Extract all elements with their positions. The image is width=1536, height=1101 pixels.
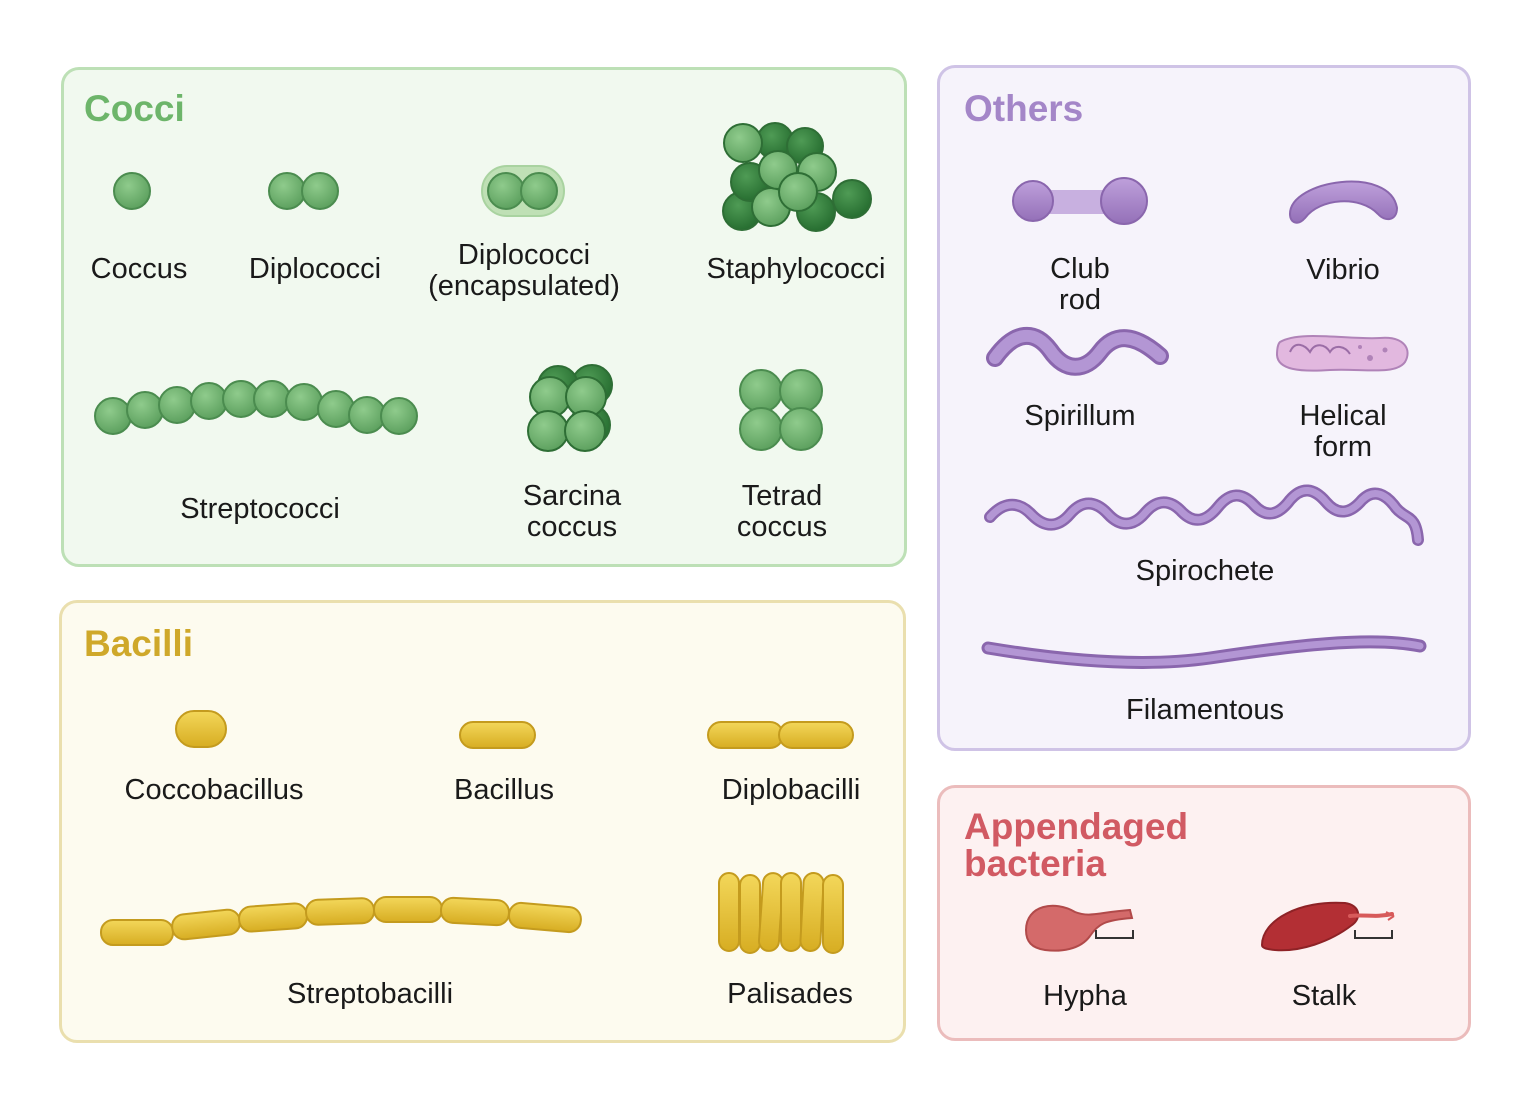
appendaged-title: Appendaged bacteria bbox=[964, 806, 1189, 884]
hypha-label: Hypha bbox=[1043, 980, 1127, 1012]
bacilli-title: Bacilli bbox=[84, 623, 193, 664]
spirochete-label: Spirochete bbox=[1135, 555, 1275, 587]
sarcina-illustration bbox=[527, 364, 613, 452]
tetrad-illustration bbox=[739, 369, 823, 451]
hypha-illustration bbox=[1024, 904, 1134, 952]
spirillum-label: Spirillum bbox=[1024, 400, 1136, 432]
staphylococci-illustration bbox=[722, 122, 872, 232]
club-rod-label: Club rod bbox=[1050, 253, 1110, 316]
appendaged-panel bbox=[937, 785, 1471, 1041]
coccobacillus-illustration bbox=[175, 710, 227, 748]
cocci-title: Cocci bbox=[84, 88, 185, 129]
helical-form-illustration bbox=[1275, 335, 1409, 372]
filamentous-label: Filamentous bbox=[1126, 694, 1284, 726]
streptococci-illustration bbox=[94, 380, 418, 435]
bacillus-illustration bbox=[459, 721, 536, 749]
stalk-label: Stalk bbox=[1291, 980, 1357, 1012]
bacilli-panel bbox=[59, 600, 906, 1043]
diplococci-illustration bbox=[268, 172, 339, 210]
diplococci-encapsulated-illustration bbox=[481, 165, 565, 217]
streptobacilli-label: Streptobacilli bbox=[286, 978, 454, 1010]
sarcina-coccus-label: Sarcina coccus bbox=[522, 480, 622, 543]
coccus-label: Coccus bbox=[90, 253, 188, 285]
streptococci-label: Streptococci bbox=[180, 493, 340, 525]
tetrad-coccus-label: Tetrad coccus bbox=[736, 480, 828, 543]
coccobacillus-label: Coccobacillus bbox=[124, 774, 304, 806]
palisades-illustration bbox=[718, 872, 844, 954]
bacillus-label: Bacillus bbox=[454, 774, 554, 806]
diplococci-encapsulated-label: Diplococci (encapsulated) bbox=[428, 239, 620, 302]
diplococci-label: Diplococci bbox=[248, 253, 382, 285]
filamentous-illustration bbox=[981, 635, 1427, 670]
vibrio-label: Vibrio bbox=[1306, 254, 1380, 286]
club-rod-illustration bbox=[1012, 177, 1148, 225]
streptobacilli-illustration bbox=[100, 896, 582, 946]
diplobacilli-illustration bbox=[707, 721, 854, 749]
helical-form-label: Helical form bbox=[1299, 400, 1387, 463]
vibrio-illustration bbox=[1288, 180, 1399, 224]
diplobacilli-label: Diplobacilli bbox=[721, 774, 861, 806]
others-title: Others bbox=[964, 88, 1084, 129]
stalk-illustration bbox=[1260, 901, 1395, 952]
spirillum-illustration bbox=[986, 326, 1169, 376]
spirochete-illustration bbox=[984, 484, 1424, 546]
staphylococci-label: Staphylococci bbox=[706, 253, 886, 285]
coccus-illustration bbox=[113, 172, 151, 210]
palisades-label: Palisades bbox=[727, 978, 853, 1010]
